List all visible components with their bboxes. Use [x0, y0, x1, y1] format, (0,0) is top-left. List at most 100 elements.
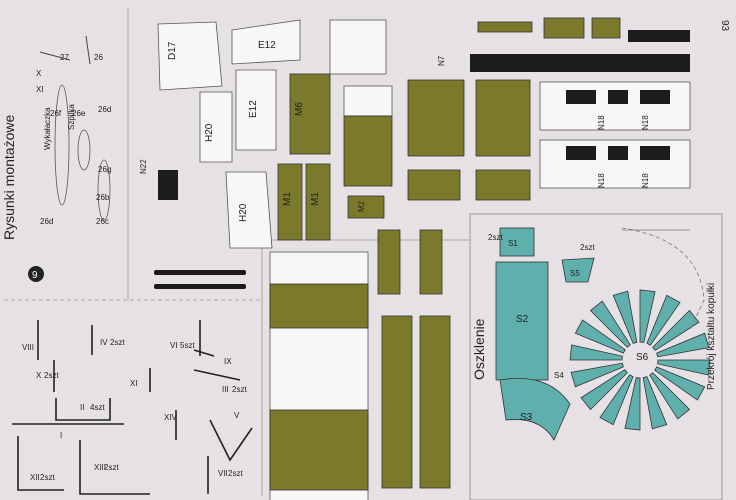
wire-qty-xiii: 2szt — [104, 463, 119, 472]
s6-segment — [574, 319, 626, 354]
part-n18-top-frame — [539, 81, 691, 131]
wire-qty-x: 2szt — [44, 371, 59, 380]
wire-label-ii: II — [80, 403, 84, 412]
part-m6 — [289, 73, 331, 155]
part-11bp — [343, 85, 393, 117]
part-n7 — [470, 54, 690, 72]
label-26d-top: 26d — [98, 105, 111, 114]
part-h20-top — [199, 91, 233, 163]
part-e12 — [235, 69, 277, 151]
s6-segment — [624, 377, 641, 431]
label-m1-a: M1 — [282, 192, 293, 206]
part-10cp — [419, 315, 451, 489]
part-h20 — [225, 171, 273, 249]
part-m1-b — [305, 163, 331, 241]
s6-segment — [654, 366, 706, 401]
part-25 — [628, 30, 690, 42]
label-h20-top: H20 — [204, 123, 215, 142]
glazing-title: Oszklenie — [471, 318, 487, 380]
label-s5: S5 — [570, 269, 580, 278]
s6-segment — [642, 376, 668, 430]
label-h20: H20 — [238, 203, 249, 222]
canopy-note: Przekrój kształtu kopułki — [706, 283, 717, 390]
label-e12-top: E12 — [258, 40, 276, 51]
label-s5-qty: 2szt — [580, 243, 595, 252]
wire-qty-vii: 2szt — [228, 469, 243, 478]
part-15 — [477, 21, 533, 33]
label-n18-d: N18 — [641, 173, 650, 188]
label-26: 26 — [94, 53, 103, 62]
olive-parts: M6 M1 M1 M2 — [269, 17, 621, 491]
wire-qty-iv: 2szt — [110, 338, 125, 347]
wire-label-iv: IV — [100, 338, 108, 347]
label-26f: 26f — [50, 109, 62, 118]
glazing-area: Oszklenie S1 2szt S2 S3 S4 S5 2szt S6 Pr… — [469, 213, 723, 500]
wire-label-x: X — [36, 371, 42, 380]
s6-segment — [580, 369, 628, 411]
part-15a-a — [543, 17, 585, 39]
label-wykalaczka: Wykałaczka — [43, 107, 52, 150]
label-s1: S1 — [508, 239, 518, 248]
part-10cl — [381, 315, 413, 489]
label-n18-b: N18 — [641, 115, 650, 130]
label-s1-qty: 2szt — [488, 233, 503, 242]
label-s6: S6 — [636, 352, 649, 363]
canopy-section-curve — [621, 227, 705, 331]
wire-label-i: I — [60, 431, 62, 440]
wire-qty-ii: 4szt — [90, 403, 105, 412]
label-27: 27 — [60, 53, 69, 62]
label-n7: N7 — [437, 55, 446, 66]
label-d17: D17 — [167, 41, 178, 60]
label-26d: 26d — [40, 217, 53, 226]
part-11al — [377, 229, 401, 295]
part-37-b — [154, 284, 246, 289]
label-26c: 26c — [96, 217, 109, 226]
label-m1-b: M1 — [310, 192, 321, 206]
wire-label-xiii: XIII — [94, 463, 106, 472]
wire-label-vii: VII — [218, 469, 228, 478]
part-20g-a — [407, 169, 461, 201]
label-n18-c: N18 — [597, 173, 606, 188]
part-20f-a — [407, 79, 465, 157]
part-s2 — [495, 261, 549, 381]
part-s5 — [561, 257, 595, 283]
label-n22: N22 — [139, 159, 148, 174]
label-26g: 26g — [98, 165, 111, 174]
assembly-title: Rysunki montażowe — [1, 115, 17, 240]
s6-segment — [657, 359, 711, 376]
wire-label-v: V — [234, 411, 240, 420]
wire-label-viii: VIII — [22, 343, 34, 352]
wire-qty-xii: 2szt — [40, 473, 55, 482]
label-26e: 26e — [72, 109, 86, 118]
label-s4: S4 — [554, 371, 564, 380]
s6-segment — [639, 289, 656, 343]
part-n22 — [158, 170, 178, 200]
wire-qty-iii: 2szt — [232, 385, 247, 394]
wire-qty-vi: 5szt — [180, 341, 195, 350]
wire-parts: VIII IV 2szt VI 5szt X 2szt XI II 4szt I… — [12, 320, 253, 495]
s6-segment — [646, 294, 681, 346]
label-26b: 26b — [96, 193, 110, 202]
part-s6 — [569, 289, 711, 431]
label-m2: M2 — [357, 200, 366, 212]
s6-segment — [612, 290, 638, 344]
step-badge-number: 9 — [32, 270, 38, 281]
part-m1-a — [277, 163, 303, 241]
wire-label-ix: IX — [224, 357, 232, 366]
label-e12: E12 — [248, 100, 259, 118]
part-10d-strip-b — [269, 409, 369, 491]
part-11ap — [419, 229, 443, 295]
s6-segment — [656, 332, 710, 358]
part-s1 — [499, 227, 535, 257]
part-d17 — [157, 21, 223, 91]
label-s2: S2 — [516, 314, 529, 325]
propeller-sketch — [54, 84, 70, 206]
part-37-a — [154, 270, 246, 275]
part-15a-b — [591, 17, 621, 39]
label-m6: M6 — [294, 102, 305, 116]
s6-segment — [570, 362, 624, 388]
part-11bl — [329, 19, 387, 75]
part-m2 — [347, 195, 385, 219]
